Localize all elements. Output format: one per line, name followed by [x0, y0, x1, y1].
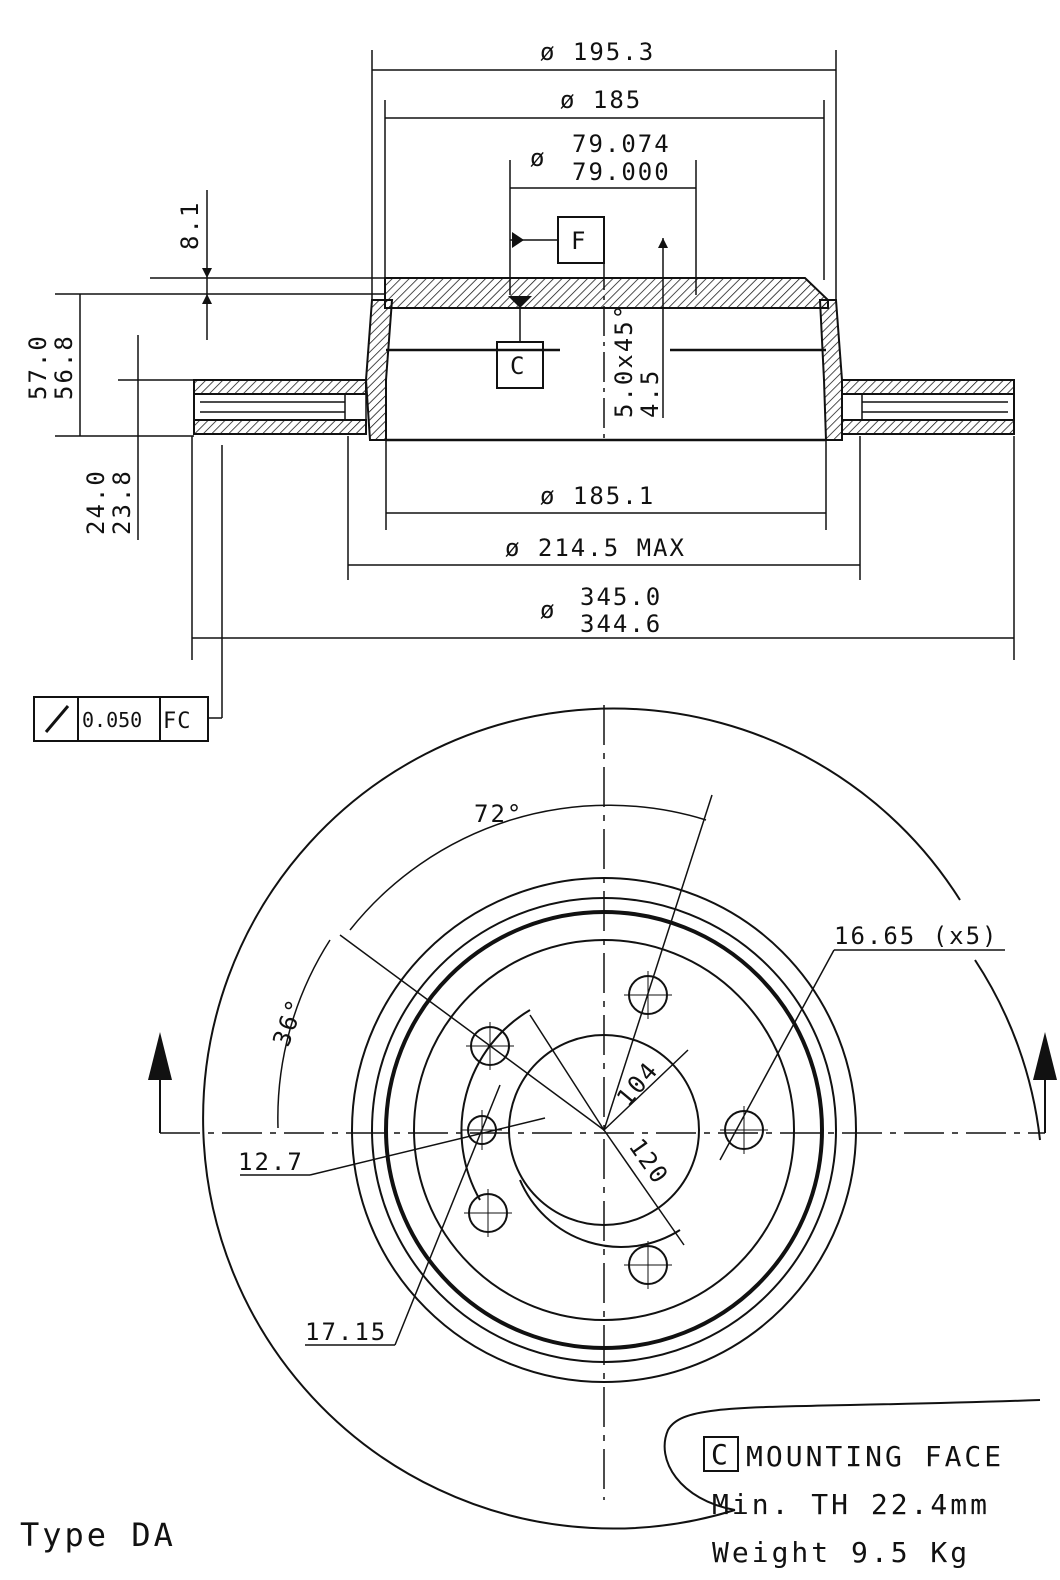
dim-d195: ø 195.3 [540, 38, 655, 66]
dim-d344-min: 344.6 [580, 610, 662, 638]
plan-view: 72° 36° 104 120 16.65 (x5) 12.7 17.15 [148, 705, 1057, 1530]
dim-d79-max: 79.074 [572, 130, 671, 158]
dim-17-15: 17.15 [305, 1318, 387, 1346]
friction-ring-right-top [841, 379, 1015, 395]
dim-d2145: ø 214.5 MAX [505, 534, 686, 562]
dim-h81: 8.1 [176, 201, 204, 250]
runout-icon [44, 705, 70, 733]
section-arrow-right [1033, 1032, 1057, 1133]
dim-h238: 23.8 [108, 469, 136, 535]
datum-c-label: C [510, 352, 526, 380]
section-arrow-left [148, 1032, 172, 1133]
dim-d79-min: 79.000 [572, 158, 671, 186]
runout-datums: FC [163, 709, 192, 734]
dim-12-7: 12.7 [238, 1148, 304, 1176]
hat-top [384, 277, 829, 309]
bolt-hole-3 [464, 1189, 512, 1237]
weight-label: Weight 9.5 Kg [712, 1536, 970, 1569]
dim-d345-sym: ø [540, 596, 556, 624]
friction-ring-left-top [193, 379, 367, 395]
dim-d79-sym: ø [530, 144, 546, 172]
datum-f-box [557, 216, 605, 264]
mounting-face-box-label: C [711, 1438, 731, 1471]
bolt-hole-5 [720, 1106, 768, 1154]
dim-104: 104 [611, 1056, 664, 1112]
mounting-face-label: MOUNTING FACE [746, 1440, 1004, 1473]
mounting-face-box [703, 1436, 739, 1472]
hat-right-wall [818, 299, 843, 441]
dim-d1851: ø 185.1 [540, 482, 655, 510]
dim-h568: 56.8 [50, 334, 78, 400]
dim-chamfer-1: 5.0x45° [610, 303, 638, 418]
hat-left-wall [364, 299, 394, 441]
angle-36: 36° [267, 994, 310, 1050]
min-thickness-label: Min. TH 22.4mm [712, 1488, 990, 1521]
dim-chamfer-2: 4.5 [636, 369, 664, 418]
friction-ring-left-bottom [193, 419, 367, 435]
section-view: ø 195.3 ø 185 ø 79.074 79.000 F C 8.1 57… [24, 38, 1015, 742]
runout-value: 0.050 [82, 708, 142, 732]
datum-c-box [496, 341, 544, 389]
friction-ring-right-bottom [841, 419, 1015, 435]
hole-dia-label: 16.65 (x5) [834, 922, 999, 950]
bolt-hole-4 [624, 1241, 672, 1289]
notes: C MOUNTING FACE Min. TH 22.4mm Weight 9.… [20, 1436, 1004, 1569]
dim-120: 120 [623, 1133, 674, 1189]
type-label: Type DA [20, 1516, 176, 1554]
angle-72: 72° [474, 800, 523, 828]
dim-h240: 24.0 [82, 469, 110, 535]
dim-d345-max: 345.0 [580, 583, 662, 611]
outer-disc-edge [202, 707, 961, 1530]
dim-h570: 57.0 [24, 334, 52, 400]
datum-f-label: F [571, 227, 587, 255]
dim-d185: ø 185 [560, 86, 642, 114]
runout-tolerance-frame: 0.050 FC [33, 696, 209, 742]
